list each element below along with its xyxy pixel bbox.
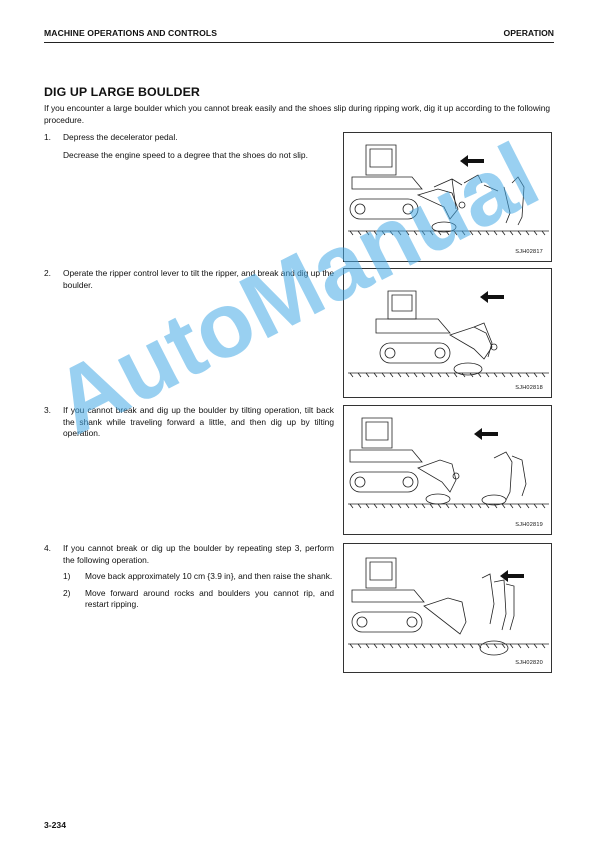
step-text: If you cannot break or dig up the boulde… <box>63 543 334 565</box>
step-4: 4. If you cannot break or dig up the bou… <box>44 543 334 611</box>
header-section: OPERATION <box>503 28 554 38</box>
figure-code: SJH02818 <box>515 385 543 391</box>
figure-code: SJH02817 <box>515 249 543 255</box>
section-title: DIG UP LARGE BOULDER <box>44 85 200 99</box>
step-2: 2. Operate the ripper control lever to t… <box>44 268 334 291</box>
header-chapter: MACHINE OPERATIONS AND CONTROLS <box>44 28 218 38</box>
figure-code: SJH02819 <box>515 522 543 528</box>
page-number: 3-234 <box>44 820 66 830</box>
step-number: 3. <box>44 405 51 415</box>
step-number: 1. <box>44 132 51 142</box>
bulldozer-ripper-illustration <box>348 144 549 236</box>
figure-4: SJH02820 <box>343 543 552 673</box>
figure-code: SJH02820 <box>515 660 543 666</box>
figure-1: SJH02817 <box>343 132 552 262</box>
section-intro: If you encounter a large boulder which y… <box>44 103 551 125</box>
step-text: If you cannot break and dig up the bould… <box>63 405 334 438</box>
step-number: 4. <box>44 543 51 553</box>
step-1: 1. Depress the decelerator pedal. Decrea… <box>44 132 334 161</box>
step-3: 3. If you cannot break and dig up the bo… <box>44 405 334 440</box>
arrow-left-icon <box>480 291 504 303</box>
step-extra: Decrease the engine speed to a degree th… <box>63 149 308 160</box>
step-text: Operate the ripper control lever to tilt… <box>63 268 334 290</box>
substep-number: 2) <box>63 587 71 598</box>
arrow-left-icon <box>474 428 498 440</box>
substep-text: Move forward around rocks and boulders y… <box>85 587 334 610</box>
step-text: Depress the decelerator pedal. <box>63 132 178 142</box>
bulldozer-ripper-illustration <box>348 417 549 509</box>
page-header: MACHINE OPERATIONS AND CONTROLS OPERATIO… <box>44 26 554 43</box>
step-number: 2. <box>44 268 51 278</box>
substep-number: 1) <box>63 571 71 581</box>
substep-text: Move back approximately 10 cm {3.9 in}, … <box>85 571 333 581</box>
figure-2: SJH02818 <box>343 268 552 398</box>
bulldozer-ripper-illustration <box>348 557 549 656</box>
bulldozer-ripper-illustration <box>348 290 549 378</box>
arrow-left-icon <box>500 570 524 582</box>
substep-1: 1) Move back approximately 10 cm {3.9 in… <box>63 571 334 583</box>
substep-2: 2) Move forward around rocks and boulder… <box>63 588 334 611</box>
figure-3: SJH02819 <box>343 405 552 535</box>
arrow-left-icon <box>460 155 484 167</box>
